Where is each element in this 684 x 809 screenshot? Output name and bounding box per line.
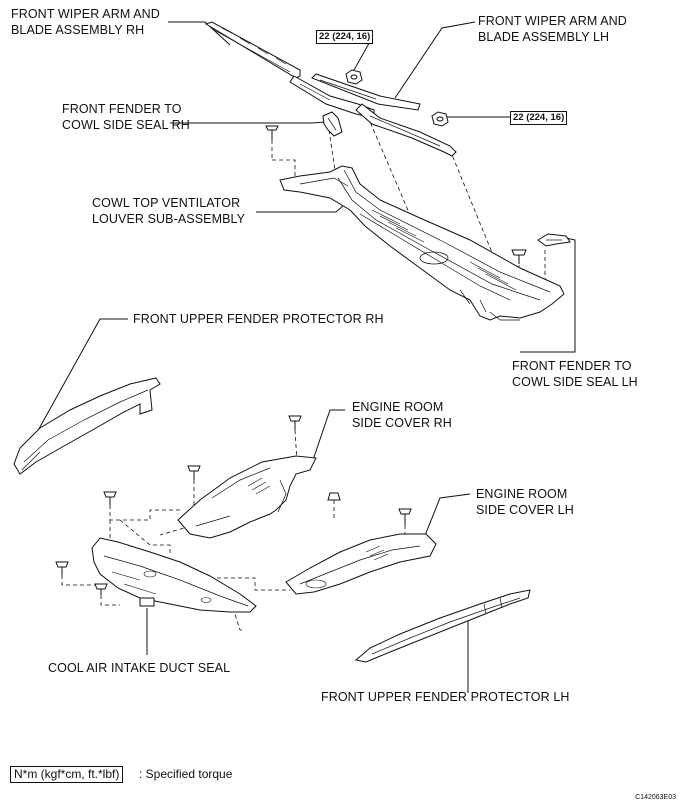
label-wiper-rh-line2: BLADE ASSEMBLY RH — [11, 23, 145, 37]
engine-cover-lh — [285, 533, 437, 595]
fender-protector-lh — [354, 589, 531, 663]
fender-seal-lh — [537, 233, 571, 247]
label-engine-cover-rh-line1: ENGINE ROOM — [352, 400, 444, 414]
bolt-lower-left — [55, 561, 69, 575]
label-engine-cover-rh-line2: SIDE COVER RH — [352, 416, 452, 430]
label-fender-seal-rh-line2: COWL SIDE SEAL RH — [62, 118, 190, 132]
label-fender-seal-rh-line1: FRONT FENDER TO — [62, 102, 182, 116]
bolt-cover-rh-top — [288, 415, 302, 430]
clip-seal-rh — [265, 125, 279, 140]
fender-seal-rh — [322, 111, 343, 137]
wiper-arm-lh — [311, 73, 457, 157]
bolt-cover-rh-left — [187, 465, 201, 480]
wiper-nut-right — [431, 111, 449, 127]
label-fender-seal-lh-line1: FRONT FENDER TO — [512, 359, 632, 373]
bolt-cover-lh — [398, 508, 412, 525]
clip-cover-rh-right — [327, 492, 341, 501]
label-wiper-rh-line1: FRONT WIPER ARM AND — [11, 7, 160, 21]
engine-cover-rh — [177, 455, 317, 539]
lower-front-cover — [91, 537, 257, 613]
torque-legend-description: : Specified torque — [139, 767, 233, 781]
clip-cowl-lh — [511, 249, 527, 264]
wiper-nut-left — [345, 69, 363, 85]
torque-spec-left: 22 (224, 16) — [316, 30, 374, 44]
label-engine-cover-lh-line2: SIDE COVER LH — [476, 503, 574, 517]
cowl-louver — [279, 165, 565, 321]
label-cowl-louver-line2: LOUVER SUB-ASSEMBLY — [92, 212, 246, 226]
label-cowl-louver-line1: COWL TOP VENTILATOR — [92, 196, 241, 210]
figure-code: C142063E03 — [635, 794, 676, 801]
label-fender-protector-lh: FRONT UPPER FENDER PROTECTOR LH — [321, 690, 570, 704]
label-wiper-lh-line1: FRONT WIPER ARM AND — [478, 14, 627, 28]
label-duct-seal: COOL AIR INTAKE DUCT SEAL — [48, 661, 231, 675]
label-fender-seal-lh-line2: COWL SIDE SEAL LH — [512, 375, 638, 389]
bolt-lower-mid — [94, 583, 108, 595]
torque-spec-right: 22 (224, 16) — [510, 111, 568, 125]
torque-unit-legend: N*m (kgf*cm, ft.*lbf) — [10, 766, 124, 783]
fender-protector-rh — [13, 377, 161, 475]
label-fender-protector-rh: FRONT UPPER FENDER PROTECTOR RH — [133, 312, 384, 326]
label-wiper-lh-line2: BLADE ASSEMBLY LH — [478, 30, 610, 44]
bolt-lower-top — [103, 491, 117, 505]
label-engine-cover-lh-line1: ENGINE ROOM — [476, 487, 568, 501]
duct-seal — [139, 597, 155, 607]
